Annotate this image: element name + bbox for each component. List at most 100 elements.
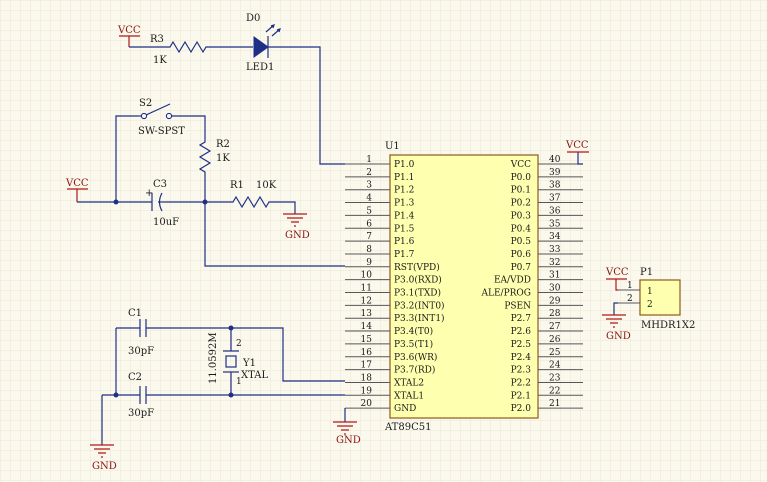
u1-pin-name: PSEN [504, 301, 531, 311]
vcc-symbol-top: VCC [117, 25, 141, 47]
p1-pin1-num: 1 [627, 281, 633, 291]
u1-pin-number: 20 [361, 399, 373, 409]
u1-pin-name: P2.1 [511, 391, 531, 401]
u1-pin-name: P1.7 [394, 250, 415, 260]
u1-pin-name: P3.1(TXD) [394, 288, 441, 299]
u1-pin-name: P3.6(WR) [394, 352, 437, 363]
u1-pin-number: 36 [549, 206, 561, 216]
u1-pin-name: P0.2 [511, 199, 531, 209]
y1-pin1-label: 1 [236, 377, 242, 387]
u1-pin-number: 21 [549, 399, 560, 409]
resistor-r1[interactable]: R1 10K [229, 180, 277, 209]
crystal-y1[interactable]: Y1 XTAL 2 1 11.0592M [208, 328, 268, 395]
wire-node-s2 [115, 115, 137, 202]
u1-pin-number: 16 [361, 348, 373, 358]
c3-polarity-label: + [145, 188, 153, 199]
u1-pin-number: 38 [549, 181, 561, 191]
u1-pin-number: 19 [361, 386, 373, 396]
y1-value-label: XTAL [241, 370, 268, 381]
junction-y1-top [228, 325, 234, 331]
u1-pin-name: P1.4 [394, 211, 415, 221]
y1-ref-label: Y1 [242, 358, 256, 369]
c2-ref-label: C2 [128, 372, 142, 383]
vcc-symbol-reset: VCC [65, 178, 89, 202]
c2-value-label: 30pF [128, 408, 154, 419]
gnd-r1-label: GND [285, 230, 310, 241]
gnd-symbol-u1: GND [333, 421, 361, 446]
u1-pin-number: 33 [549, 245, 561, 255]
wire-p1-gnd [613, 302, 618, 315]
r3-ref-label: R3 [150, 34, 164, 45]
u1-pin-number: 1 [366, 155, 372, 165]
u1-pin-number: 35 [549, 219, 561, 229]
u1-pin-name: P0.3 [511, 211, 532, 221]
u1-pin-name: P2.3 [511, 366, 532, 376]
u1-pin-number: 11 [361, 284, 372, 294]
header-p1[interactable]: P1 MHDR1X2 1 2 1 2 [618, 267, 695, 331]
p1-pin2-num: 2 [627, 294, 633, 304]
u1-pin-name: P2.6 [511, 327, 532, 337]
u1-pin-name: ALE/PROG [481, 289, 531, 299]
capacitor-c3[interactable]: + C3 10uF [145, 179, 179, 228]
u1-pin-name: P2.4 [511, 353, 532, 363]
resistor-r2[interactable]: R2 1K [198, 138, 230, 176]
y1-pin2-label: 2 [236, 339, 242, 349]
u1-pin-name: XTAL2 [394, 378, 424, 388]
r3-value-label: 1K [153, 55, 167, 66]
p1-value-label: MHDR1X2 [641, 320, 695, 331]
u1-pin-name: P0.6 [511, 250, 532, 260]
p1-body [639, 279, 681, 316]
u1-pin-8: 8P1.7 [345, 245, 415, 260]
switch-s2[interactable]: S2 SW-SPST [137, 98, 206, 138]
u1-part-label: AT89C51 [384, 422, 431, 433]
u1-pin-number: 8 [366, 245, 372, 255]
u1-pin-name: P3.4(T0) [394, 326, 433, 337]
resistor-r3[interactable]: R3 1K [150, 34, 210, 66]
capacitor-c2[interactable]: C2 30pF [128, 372, 154, 419]
vcc-symbol-p1: VCC [605, 267, 629, 291]
u1-pin-number: 34 [549, 232, 561, 242]
u1-pin-11: 11 P3.1(TXD) [345, 284, 441, 299]
wire-led-p10 [268, 46, 345, 165]
gnd-p1-label: GND [606, 331, 631, 342]
u1-pin-name: P3.7(RD) [394, 365, 435, 376]
u1-pin-number: 23 [549, 373, 561, 383]
u1-pin-name: P1.6 [394, 237, 415, 247]
p1-pin1-name: 1 [647, 287, 653, 297]
u1-pin-number: 32 [549, 258, 560, 268]
u1-pin-number: 22 [549, 386, 560, 396]
s2-value-label: SW-SPST [138, 126, 185, 137]
wire-r1-gnd [273, 201, 296, 214]
r2-ref-label: R2 [216, 139, 230, 150]
u1-body [389, 154, 539, 419]
u1-ref-label: U1 [385, 141, 400, 152]
capacitor-c1[interactable]: C1 30pF [128, 308, 154, 357]
led-d0[interactable]: D0 LED1 [246, 13, 281, 73]
u1-pin-number: 29 [549, 296, 561, 306]
u1-pin-number: 40 [549, 155, 561, 165]
gnd-u1-label: GND [336, 435, 361, 446]
u1-pin-name: P0.4 [511, 224, 532, 234]
